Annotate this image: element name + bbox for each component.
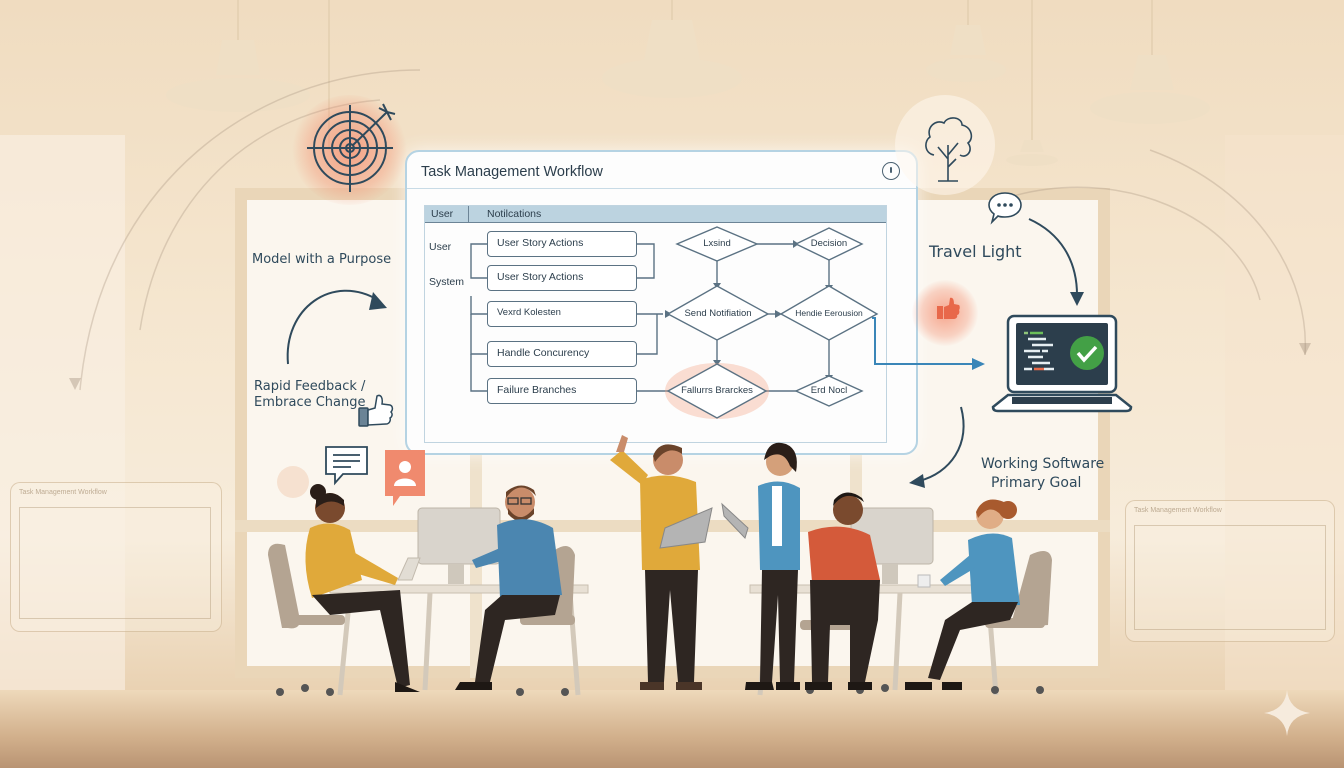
faint-bubble-icon: [277, 466, 309, 498]
window-to-laptop-connector: [872, 317, 985, 370]
title-divider: [407, 188, 916, 189]
ghost-panel-canvas: [1134, 525, 1326, 630]
pencil-cup: [917, 574, 931, 588]
ghost-workflow-panel-right: Task Management Workflow: [1125, 500, 1335, 642]
workflow-canvas: User Notilcations User System: [424, 205, 887, 443]
user-profile-bubble-icon: [385, 450, 425, 506]
sparkle-icon: [1264, 690, 1310, 736]
decision-end-node[interactable]: Erd Nocl: [810, 385, 848, 396]
lane-label-user: User: [429, 241, 452, 253]
chat-lines-icon: [325, 446, 368, 486]
decision-lxsind[interactable]: Lxsind: [703, 238, 731, 249]
speech-bubble-dots-icon: [988, 192, 1022, 225]
principle-travel-light: Travel Light: [929, 242, 1022, 261]
principle-working-software-line1: Working Software: [981, 456, 1105, 472]
header-col-notifications: Notilcations: [487, 208, 542, 220]
action-box-failure-branches[interactable]: Failure Branches: [487, 378, 637, 404]
principle-rapid-feedback-line1: Rapid Feedback /: [254, 379, 366, 394]
person-man-mustard-standing: [610, 435, 713, 690]
person-woman-blue-cardigan: [905, 499, 1020, 690]
decision-handle-escalation[interactable]: Hendie Eerousion: [795, 308, 863, 318]
person-woman-blue-blazer: [721, 442, 800, 690]
workflow-connectors: [470, 226, 879, 419]
action-box-user-story-2[interactable]: User Story Actions: [487, 265, 637, 291]
workflow-window: Task Management Workflow User Notilcatio…: [405, 150, 918, 455]
person-man-blue-sweater: [455, 485, 562, 690]
thumbs-up-glow-icon: [937, 297, 960, 319]
floor: [0, 690, 1344, 768]
decision-send-notification[interactable]: Send Notifiation: [684, 308, 752, 319]
header-divider: [468, 206, 469, 222]
left-wall-panel: [0, 135, 125, 695]
tree-halo: [895, 95, 995, 195]
person-man-red-shirt: [805, 492, 880, 690]
tree-icon: [925, 117, 973, 182]
person-woman-yellow: [305, 484, 420, 692]
header-col-user: User: [431, 208, 454, 220]
thumbs-up-icon: [358, 394, 394, 427]
action-box-handle-concurrency[interactable]: Handle Concurency: [487, 341, 637, 367]
pendant-lamps: [166, 0, 1210, 166]
decision-decision[interactable]: Decision: [810, 238, 848, 249]
action-box-vexrd-kolesten[interactable]: Vexrd Kolesten: [487, 301, 637, 327]
ghost-panel-title: Task Management Workflow: [1134, 507, 1222, 514]
principle-rapid-feedback-line2: Embrace Change: [254, 395, 366, 410]
ghost-workflow-panel-left: Task Management Workflow: [10, 482, 222, 632]
action-box-user-story-1[interactable]: User Story Actions: [487, 231, 637, 257]
ghost-panel-canvas: [19, 507, 211, 619]
laptop-code-check-icon: [991, 314, 1133, 413]
right-wall-panel: [1225, 135, 1344, 695]
flow-arrow-to-laptop: [1028, 218, 1084, 306]
lane-label-system: System: [429, 276, 465, 288]
decision-failure-branches[interactable]: Fallurrs Brarckes: [681, 385, 753, 396]
ghost-panel-title: Task Management Workflow: [19, 489, 107, 496]
swimlane-header: User Notilcations: [425, 206, 886, 223]
flow-arrow-to-team: [909, 406, 965, 488]
principle-model-with-purpose: Model with a Purpose: [252, 252, 392, 267]
window-title: Task Management Workflow: [421, 164, 603, 180]
team-illustration: [268, 435, 1052, 696]
principle-working-software-line2: Primary Goal: [991, 475, 1082, 491]
target-arrow-icon: [307, 103, 396, 192]
info-circle-icon[interactable]: [882, 162, 900, 180]
feedback-loop-arrow: [286, 289, 387, 365]
